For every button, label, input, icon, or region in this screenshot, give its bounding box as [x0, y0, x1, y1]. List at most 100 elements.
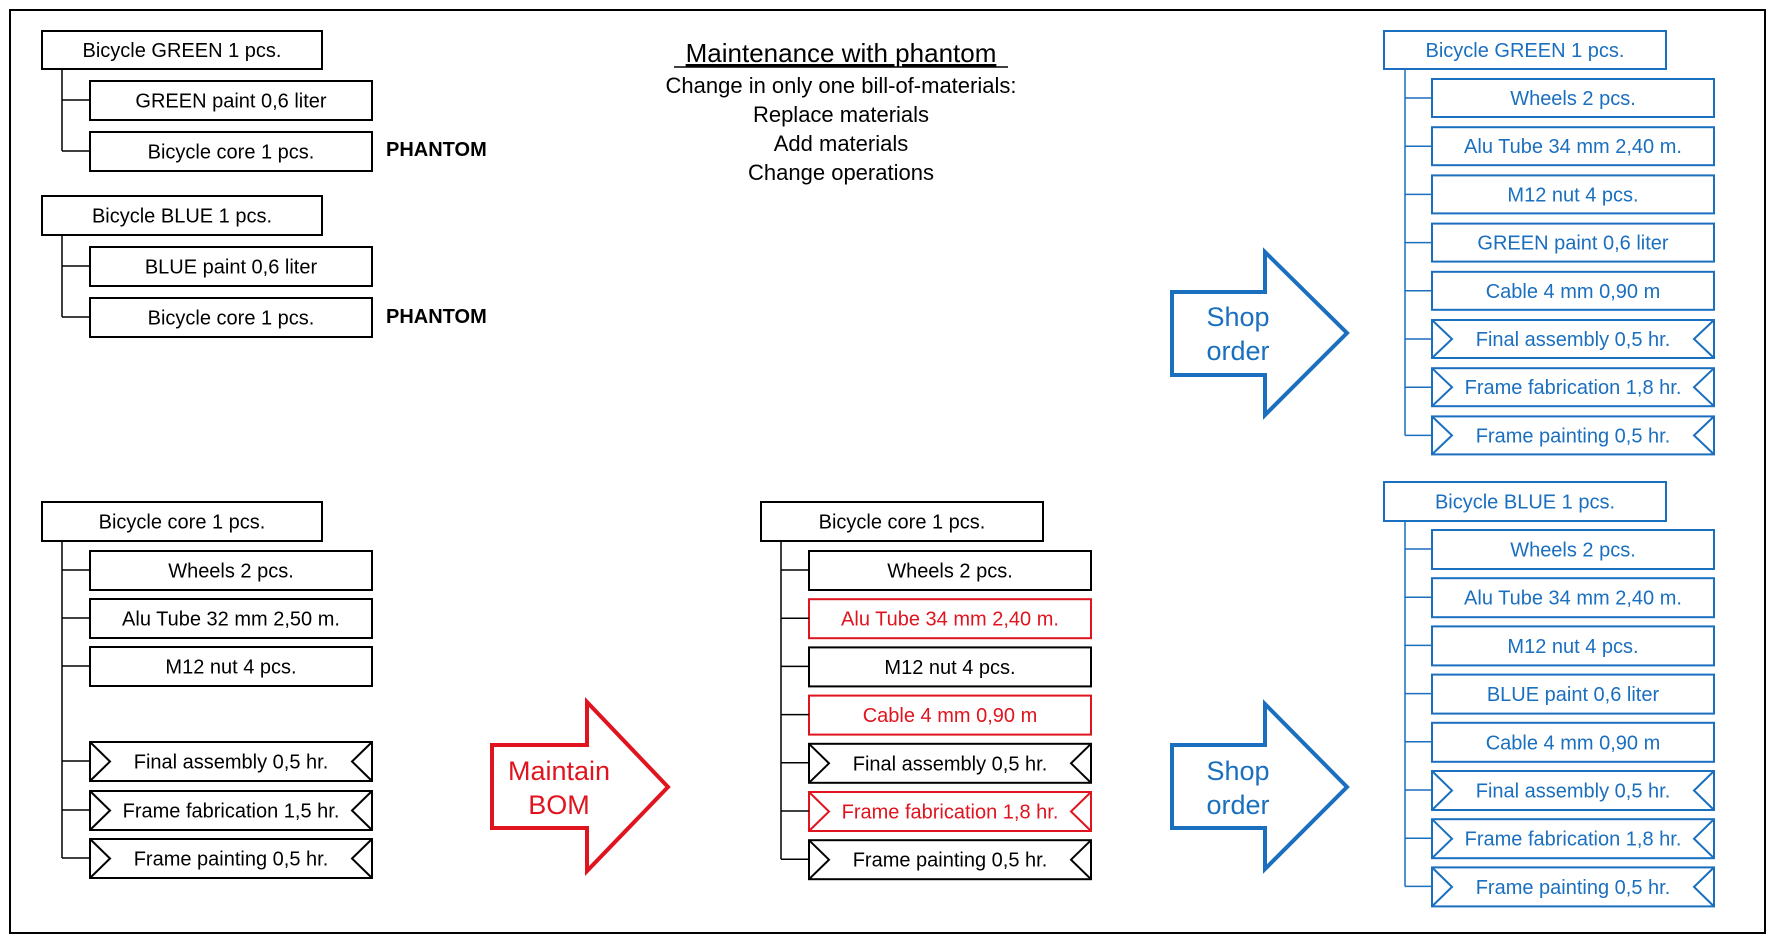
operation-marker-left [1431, 866, 1454, 908]
header-title: Maintenance with phantom [686, 38, 997, 68]
core-new-item: Wheels 2 pcs. [808, 550, 1092, 591]
shop-green-item: Frame painting 0,5 hr. [1431, 415, 1715, 456]
shop-order-arrow-top: Shop order [1170, 247, 1350, 420]
box-label: Bicycle GREEN 1 pcs. [1426, 40, 1625, 62]
box-label: Final assembly 0,5 hr. [134, 752, 329, 774]
box-label: Frame painting 0,5 hr. [853, 850, 1048, 872]
operation-marker-left [1431, 319, 1454, 359]
box-label: M12 nut 4 pcs. [1507, 184, 1638, 206]
box-label: Final assembly 0,5 hr. [1476, 781, 1671, 803]
shop-blue-item: Wheels 2 pcs. [1431, 529, 1715, 570]
shop-blue-item: BLUE paint 0,6 liter [1431, 673, 1715, 715]
operation-marker-right [350, 790, 373, 831]
operation-marker-right [1692, 818, 1715, 859]
box-label: Frame fabrication 1,8 hr. [842, 802, 1059, 824]
core-old-parent: Bicycle core 1 pcs. [41, 501, 323, 542]
maintain-arrow-line1: Maintain [508, 756, 610, 786]
core-new-item: Frame fabrication 1,8 hr. [808, 791, 1092, 832]
box-label: Alu Tube 34 mm 2,40 m. [841, 609, 1059, 631]
shop-arrow-top-line1: Shop [1206, 302, 1269, 332]
shop-arrow-bottom-line2: order [1206, 790, 1269, 820]
blue-bom-child: BLUE paint 0,6 liter [89, 246, 373, 287]
box-label: Frame painting 0,5 hr. [1476, 425, 1671, 447]
core-new-item: Frame painting 0,5 hr. [808, 839, 1092, 881]
blue-bom-child: Bicycle core 1 pcs. [89, 297, 373, 338]
shop-green-item: Wheels 2 pcs. [1431, 78, 1715, 118]
green-bom-parent: Bicycle GREEN 1 pcs. [41, 30, 323, 70]
header-line-3: Add materials [774, 131, 909, 156]
blue-bom-connectors [61, 235, 90, 318]
box-label: M12 nut 4 pcs. [165, 657, 296, 679]
box-label: Alu Tube 34 mm 2,40 m. [1464, 588, 1682, 610]
operation-marker-right [1692, 319, 1715, 359]
operation-marker-left [1431, 415, 1454, 456]
box-label: M12 nut 4 pcs. [1507, 636, 1638, 658]
shop-green-parent: Bicycle GREEN 1 pcs. [1383, 30, 1667, 70]
shop-green-item: Cable 4 mm 0,90 m [1431, 270, 1715, 311]
operation-marker-right [1692, 367, 1715, 407]
operation-marker-left [808, 791, 831, 832]
box-label: BLUE paint 0,6 liter [145, 257, 318, 279]
shop-blue-item: Cable 4 mm 0,90 m [1431, 721, 1715, 763]
box-label: Frame painting 0,5 hr. [1476, 877, 1671, 899]
box-label: Final assembly 0,5 hr. [1476, 329, 1671, 351]
operation-marker-left [808, 743, 831, 784]
box-label: Wheels 2 pcs. [168, 561, 294, 583]
box-label: Wheels 2 pcs. [1510, 540, 1636, 562]
shop-blue-item: Alu Tube 34 mm 2,40 m. [1431, 577, 1715, 619]
shop-blue-connectors [1404, 521, 1432, 888]
outer-frame [9, 9, 1766, 934]
core-old-material: Alu Tube 32 mm 2,50 m. [89, 598, 373, 639]
box-label: Alu Tube 34 mm 2,40 m. [1464, 136, 1682, 158]
box-label: Wheels 2 pcs. [887, 561, 1013, 583]
box-label: Bicycle BLUE 1 pcs. [1435, 492, 1615, 514]
operation-marker-right [1069, 743, 1092, 784]
operation-marker-left [89, 838, 112, 879]
blue-bom-parent: Bicycle BLUE 1 pcs. [41, 195, 323, 236]
green-bom-child: GREEN paint 0,6 liter [89, 80, 373, 121]
box-label: Cable 4 mm 0,90 m [1486, 281, 1661, 303]
shop-green-connectors [1404, 69, 1432, 437]
operation-marker-right [1692, 866, 1715, 908]
operation-marker-right [350, 838, 373, 879]
box-label: Wheels 2 pcs. [1510, 88, 1636, 110]
operation-marker-right [350, 741, 373, 782]
box-label: Frame fabrication 1,8 hr. [1465, 829, 1682, 851]
shop-order-arrow-bottom: Shop order [1170, 699, 1350, 874]
box-label: Final assembly 0,5 hr. [853, 753, 1048, 775]
box-label: Frame fabrication 1,5 hr. [123, 801, 340, 823]
phantom-label-green: PHANTOM [386, 139, 487, 161]
shop-blue-item: Frame fabrication 1,8 hr. [1431, 818, 1715, 860]
operation-marker-right [1069, 839, 1092, 880]
box-label: Bicycle core 1 pcs. [819, 512, 986, 534]
shop-blue-item: Frame painting 0,5 hr. [1431, 866, 1715, 908]
shop-arrow-top-line2: order [1206, 336, 1269, 366]
operation-marker-left [1431, 818, 1454, 859]
core-old-material: M12 nut 4 pcs. [89, 646, 373, 687]
core-new-item: Alu Tube 34 mm 2,40 m. [808, 598, 1092, 640]
box-label: Frame painting 0,5 hr. [134, 849, 329, 871]
box-label: Bicycle core 1 pcs. [148, 142, 315, 164]
core-new-parent: Bicycle core 1 pcs. [760, 501, 1044, 542]
shop-arrow-bottom-line1: Shop [1206, 756, 1269, 786]
shop-green-item: Alu Tube 34 mm 2,40 m. [1431, 126, 1715, 167]
operation-marker-left [808, 839, 831, 880]
core-new-item: M12 nut 4 pcs. [808, 646, 1092, 688]
operation-marker-right [1692, 770, 1715, 811]
header-line-2: Replace materials [753, 102, 929, 127]
box-label: Cable 4 mm 0,90 m [1486, 732, 1661, 754]
green-bom-child: Bicycle core 1 pcs. [89, 131, 373, 172]
core-old-operation: Frame fabrication 1,5 hr. [89, 790, 373, 831]
operation-marker-left [1431, 770, 1454, 811]
operation-marker-right [1692, 415, 1715, 456]
box-label: Alu Tube 32 mm 2,50 m. [122, 609, 340, 631]
box-label: Bicycle GREEN 1 pcs. [83, 40, 282, 62]
box-label: Cable 4 mm 0,90 m [863, 705, 1038, 727]
green-bom-connectors [61, 69, 90, 152]
shop-green-item: Frame fabrication 1,8 hr. [1431, 367, 1715, 408]
maintain-arrow-line2: BOM [528, 790, 590, 820]
box-label: BLUE paint 0,6 liter [1487, 684, 1660, 706]
header-line-1: Change in only one bill-of-materials: [666, 73, 1017, 98]
